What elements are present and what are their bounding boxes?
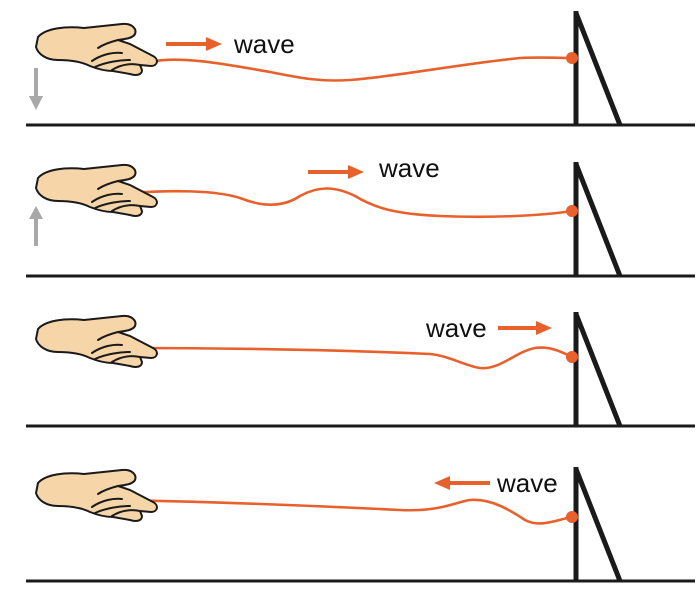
hand bbox=[35, 163, 158, 217]
panel-1: wave bbox=[26, 11, 695, 125]
rope bbox=[148, 56, 574, 82]
wave-direction-arrow-left bbox=[434, 476, 490, 490]
hand-motion-down-arrow bbox=[29, 68, 43, 110]
wall-post bbox=[576, 312, 620, 426]
rope bbox=[118, 498, 574, 525]
rope-attachment-point bbox=[566, 52, 578, 64]
wave-direction-arrow-right bbox=[498, 321, 552, 335]
rope-attachment-point bbox=[566, 351, 578, 363]
rope bbox=[118, 346, 574, 370]
hand bbox=[35, 22, 158, 76]
rope bbox=[128, 187, 574, 219]
wave-direction-arrow-right bbox=[166, 37, 222, 51]
panel-3: wave bbox=[26, 312, 695, 426]
wall-post bbox=[576, 11, 620, 125]
panel-4: wave bbox=[26, 467, 695, 581]
rope-attachment-point bbox=[566, 511, 578, 523]
wave-label: wave bbox=[496, 468, 558, 498]
rope-attachment-point bbox=[566, 205, 578, 217]
wave-label: wave bbox=[378, 153, 440, 183]
hand-motion-up-arrow bbox=[29, 206, 43, 246]
wall-post bbox=[576, 162, 620, 276]
wall-post bbox=[576, 467, 620, 581]
hand bbox=[35, 314, 158, 368]
wave-direction-arrow-right bbox=[308, 165, 364, 179]
panel-2: wave bbox=[26, 153, 695, 276]
hand bbox=[35, 468, 158, 522]
wave-label: wave bbox=[425, 313, 487, 343]
wave-label: wave bbox=[233, 29, 295, 59]
